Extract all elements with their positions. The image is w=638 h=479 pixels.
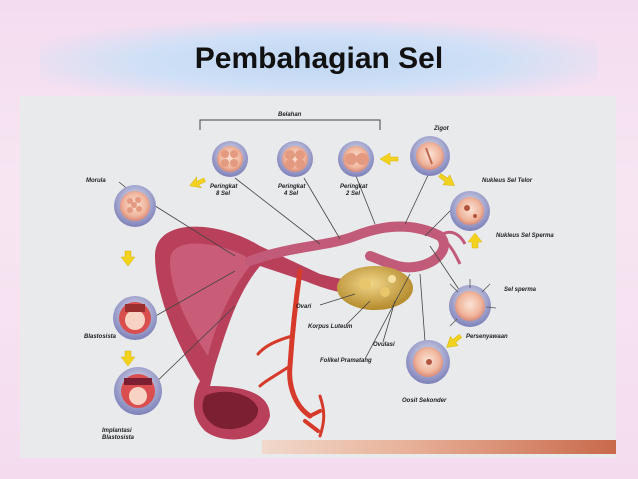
cell-peringkat-8 — [212, 141, 248, 177]
diagram-panel: Belahan — [20, 96, 616, 458]
label-zigot: Zigot — [433, 126, 450, 132]
label-peringkat-2a: Peringkat — [340, 184, 368, 190]
cell-implantasi — [114, 367, 162, 415]
stage-arrows — [120, 152, 483, 367]
label-folikel: Folikel Pramatang — [320, 358, 372, 364]
label-peringkat-8b: 8 Sel — [216, 191, 230, 197]
label-korpus-luteum: Korpus Luteum — [308, 324, 353, 330]
label-peringkat-2b: 2 Sel — [345, 191, 360, 197]
label-peringkat-8a: Peringkat — [210, 184, 238, 190]
cell-morula — [114, 185, 156, 227]
label-ovulasi: Ovulasi — [373, 342, 395, 348]
blood-vessels — [256, 268, 326, 438]
label-peringkat-4a: Peringkat — [278, 184, 306, 190]
label-sel-sperma: Sel sperma — [504, 287, 537, 293]
label-nukleus-sperma: Nukleus Sel Sperma — [496, 233, 554, 239]
cell-nukleus-telor — [450, 191, 490, 231]
cell-blastosista — [113, 296, 157, 340]
slide-title: Pembahagian Sel — [194, 42, 444, 75]
belahan-bracket — [199, 119, 381, 130]
uterus — [155, 226, 385, 440]
belahan-label: Belahan — [278, 112, 302, 118]
label-peringkat-4b: 4 Sel — [283, 191, 298, 197]
label-blastosista: Blastosista — [84, 334, 117, 340]
cell-peringkat-4 — [277, 141, 313, 177]
decorative-bar — [262, 440, 616, 454]
ovary — [337, 266, 413, 310]
title-highlight — [40, 22, 598, 102]
fallopian-tube — [245, 221, 449, 273]
label-oosit: Oosit Sekonder — [402, 398, 447, 404]
label-implantasi-b: Blastosista — [102, 435, 135, 441]
cell-oosit — [406, 340, 450, 384]
label-persenyawaan: Persenyawaan — [466, 334, 508, 340]
label-implantasi-a: Implantasi — [102, 428, 132, 434]
label-ovari: Ovari — [296, 304, 312, 310]
cell-zigot — [410, 136, 450, 176]
label-morula: Morula — [86, 178, 106, 184]
fertilization-diagram: Belahan — [84, 112, 554, 441]
label-nukleus-telor: Nukleus Sel Telor — [482, 178, 533, 184]
cell-persenyawaan — [449, 279, 497, 327]
cell-peringkat-2 — [338, 141, 374, 177]
